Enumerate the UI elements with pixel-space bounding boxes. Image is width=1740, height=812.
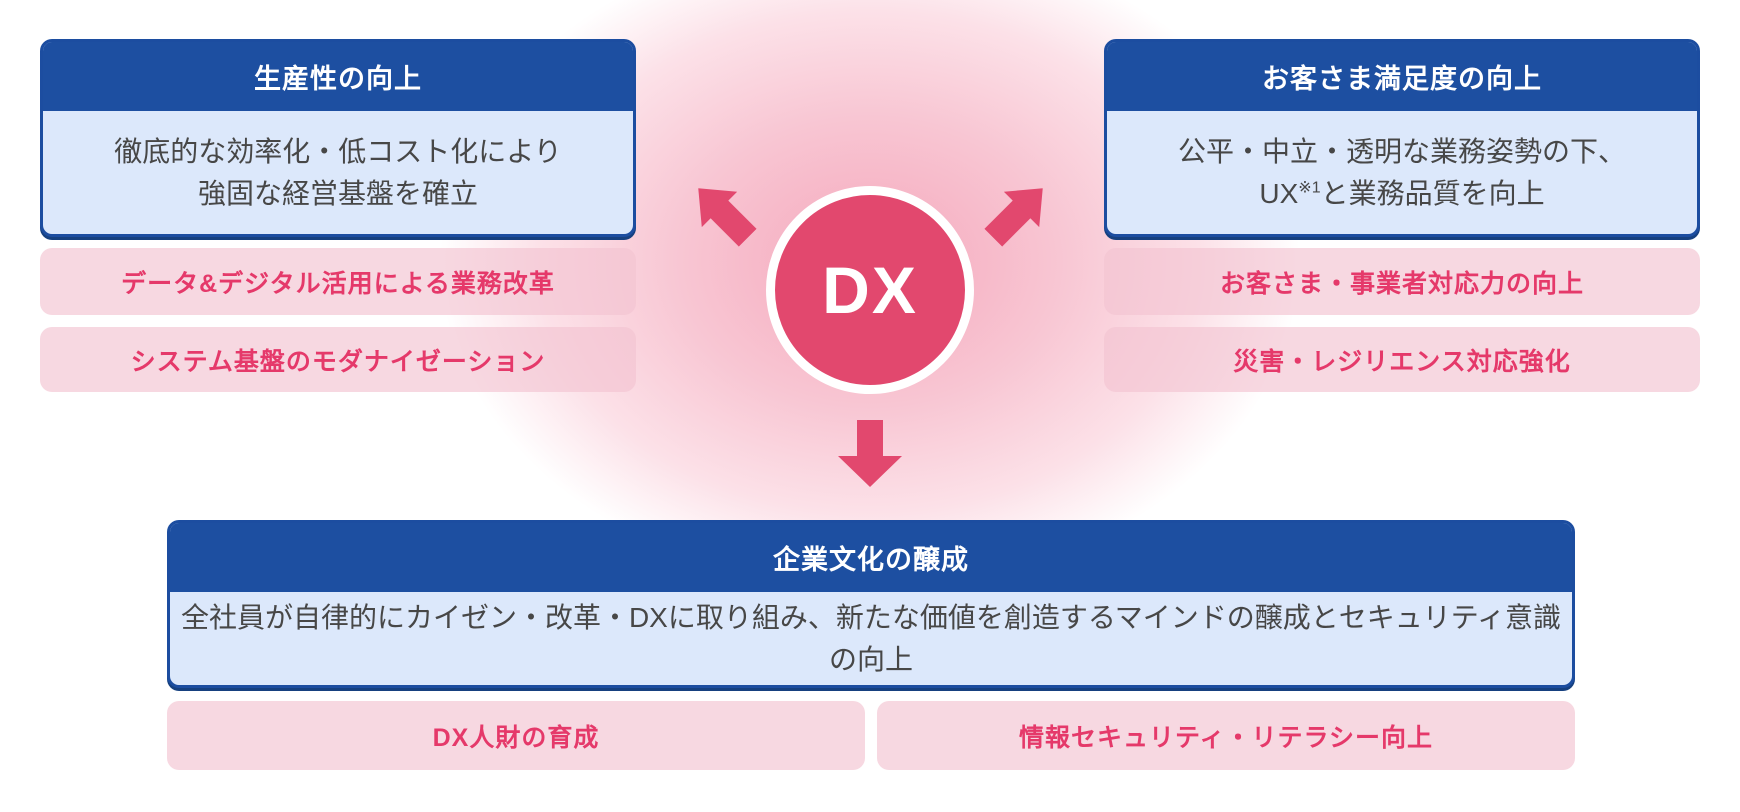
tag-data-digital-reform-label: データ&デジタル活用による業務改革 xyxy=(121,269,555,298)
tag-disaster-resilience: 災害・レジリエンス対応強化 xyxy=(1104,327,1700,392)
customer-body-line-2: UX※1と業務品質を向上 xyxy=(1259,173,1544,215)
arrow-up-left-icon xyxy=(680,170,765,255)
arrow-up-right-icon xyxy=(975,170,1060,255)
tag-security-literacy-label: 情報セキュリティ・リテラシー向上 xyxy=(1018,723,1433,752)
arrow-down-icon xyxy=(838,420,902,492)
tag-dx-talent-label: DX人財の育成 xyxy=(432,723,600,752)
corporate-culture-card-header: 企業文化の醸成 xyxy=(170,523,1572,592)
corporate-culture-card-title: 企業文化の醸成 xyxy=(773,545,969,575)
tag-dx-talent: DX人財の育成 xyxy=(167,701,865,770)
customer-body-line-1: 公平・中立・透明な業務姿勢の下、 xyxy=(1177,135,1626,167)
corporate-culture-card: 企業文化の醸成 全社員が自律的にカイゼン・改革・DXに取り組み、新たな価値を創造… xyxy=(167,520,1575,688)
productivity-card-title: 生産性の向上 xyxy=(254,64,422,94)
footnote-marker: ※1 xyxy=(1298,179,1321,197)
dx-hub-label: DX xyxy=(822,253,918,327)
productivity-body-line-2: 強固な経営基盤を確立 xyxy=(197,177,478,209)
customer-satisfaction-card-title: お客さま満足度の向上 xyxy=(1262,64,1542,94)
customer-satisfaction-card: お客さま満足度の向上 公平・中立・透明な業務姿勢の下、 UX※1と業務品質を向上 xyxy=(1104,39,1700,237)
productivity-card-header: 生産性の向上 xyxy=(43,42,633,111)
tag-data-digital-reform: データ&デジタル活用による業務改革 xyxy=(40,248,636,315)
customer-satisfaction-card-header: お客さま満足度の向上 xyxy=(1107,42,1697,111)
productivity-body-line-1: 徹底的な効率化・低コスト化により xyxy=(114,135,562,167)
tag-disaster-resilience-label: 災害・レジリエンス対応強化 xyxy=(1233,347,1571,376)
tag-system-modernization-label: システム基盤のモダナイゼーション xyxy=(130,347,546,376)
tag-customer-response-label: お客さま・事業者対応力の向上 xyxy=(1219,269,1584,298)
tag-customer-response: お客さま・事業者対応力の向上 xyxy=(1104,248,1700,315)
ux-text-suffix: と業務品質を向上 xyxy=(1320,177,1545,209)
productivity-card: 生産性の向上 徹底的な効率化・低コスト化により 強固な経営基盤を確立 xyxy=(40,39,636,237)
tag-system-modernization: システム基盤のモダナイゼーション xyxy=(40,327,636,392)
corporate-culture-card-body: 全社員が自律的にカイゼン・改革・DXに取り組み、新たな価値を創造するマインドの醸… xyxy=(170,592,1572,685)
dx-hub-circle: DX xyxy=(766,186,974,394)
customer-satisfaction-card-body: 公平・中立・透明な業務姿勢の下、 UX※1と業務品質を向上 xyxy=(1107,111,1697,234)
tag-security-literacy: 情報セキュリティ・リテラシー向上 xyxy=(877,701,1575,770)
corporate-culture-body-line: 全社員が自律的にカイゼン・改革・DXに取り組み、新たな価値を創造するマインドの醸… xyxy=(180,601,1562,675)
ux-text: UX xyxy=(1259,177,1299,209)
productivity-card-body: 徹底的な効率化・低コスト化により 強固な経営基盤を確立 xyxy=(43,111,633,234)
